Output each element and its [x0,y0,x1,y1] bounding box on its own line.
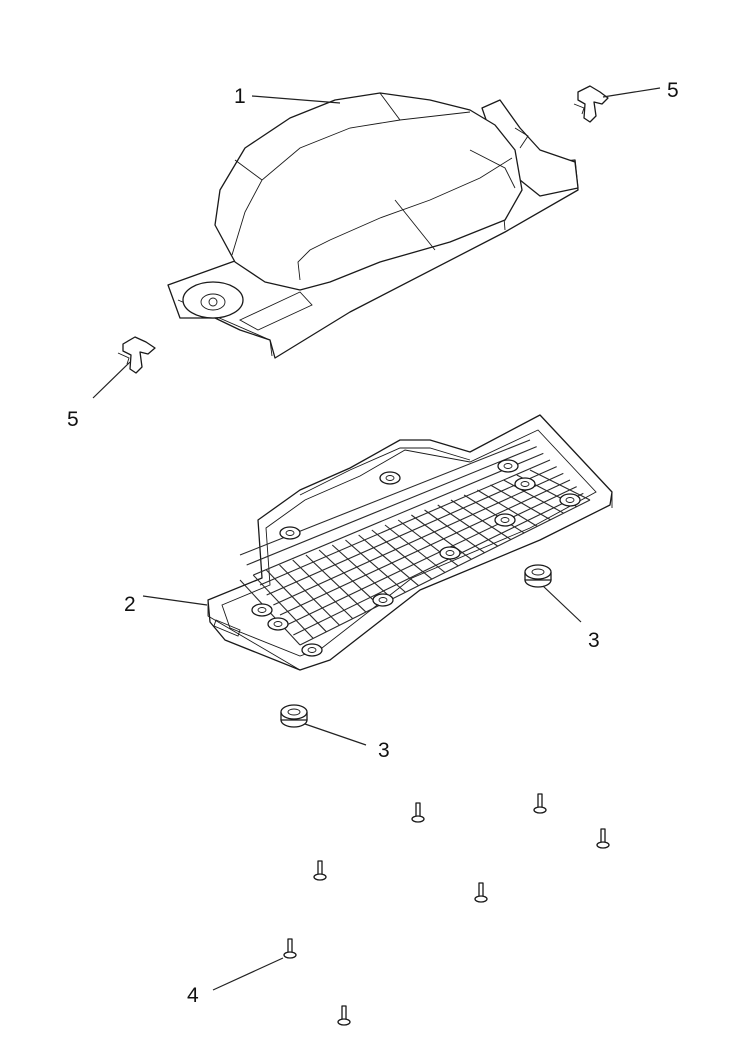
leader-lines [92,87,661,991]
tray-grid-line [331,544,393,600]
tray-boss [494,513,516,527]
tray-grid-line [246,446,537,566]
tray-grid-line [424,509,485,554]
callout-labels: 1 5 5 2 3 3 4 [67,79,679,1007]
part-4-screws [283,793,610,1026]
callout-3-right: 3 [588,629,600,652]
screw-shank [341,1005,347,1021]
screw [337,1005,351,1026]
tray-grid-line [286,486,577,626]
screw-head [533,806,547,814]
screw [474,882,488,903]
tray-boss [301,643,323,657]
tray-grid-line [279,564,340,626]
part-1-top-cover [167,92,579,359]
tray-boss [559,493,581,507]
screw-head [411,815,425,823]
part-2-tray-bosses [251,459,581,657]
tray-rear-rib [299,447,471,496]
callout-5-lower: 5 [67,408,79,431]
screw-head [596,841,610,849]
callout-5-upper: 5 [667,79,679,102]
tray-boss-hole [273,621,283,627]
tray-grid-line [411,514,472,560]
tray-grid-line [292,559,354,620]
tray-grid-line [273,472,564,606]
screw [411,802,425,823]
screw-head [474,895,488,903]
tray-boss [251,603,273,617]
screw-shank [287,938,293,954]
screw-shank [317,860,323,876]
tray-boss-hole [445,550,455,556]
callout-3-left: 3 [378,739,390,762]
screw-shank [600,828,606,844]
leader-5-upper [602,87,661,98]
screw-shank [478,882,484,898]
screw [533,793,547,814]
callout-4: 4 [187,984,199,1007]
tray-boss-hole [378,597,388,603]
tray-grid-line [437,504,499,547]
tray-grid-line [252,574,314,639]
leader-3-right [542,585,582,623]
tray-boss [372,593,394,607]
tray-grid-line [299,499,591,646]
screw-head [337,1018,351,1026]
screw-shank [415,802,421,818]
tray-boss [267,617,289,631]
tray-grid-line [318,549,380,606]
callout-2: 2 [124,593,136,616]
tray-grid-line [259,459,551,586]
tray-boss [379,471,401,485]
part-3-grommet-right [524,564,552,588]
tray-grid-line [450,499,512,541]
tray-boss [497,459,519,473]
leader-2 [142,595,208,606]
tray-boss-hole [565,497,575,503]
tray-boss-hole [285,530,295,536]
screw-head [313,873,327,881]
callout-1: 1 [234,85,246,108]
tray-boss [439,546,461,560]
screw-head [283,951,297,959]
screw-shank [537,793,543,809]
tray-grid-line [345,539,406,593]
tray-boss [279,526,301,540]
screw [596,828,610,849]
tray-grid-line [371,529,433,580]
leader-4 [212,957,284,991]
tray-grid-line [293,492,584,636]
part-3-grommet-left [280,704,308,728]
tray-boss-hole [257,607,267,613]
tray-grid-line [279,479,571,616]
tray-boss-hole [503,463,513,469]
tray-boss-hole [307,647,317,653]
screw [313,860,327,881]
leader-5-lower [92,361,131,399]
tray-grid-line [384,524,446,573]
part-5-clip-upper [573,85,609,123]
tray-boss-hole [520,481,530,487]
leader-1 [251,95,341,104]
tray-boss-hole [385,475,395,481]
tray-grid-line [305,554,367,613]
tray-boss [514,477,536,491]
tray-grid-line [265,569,327,633]
leader-3-left [304,723,367,746]
tray-grid-line [358,534,419,587]
part-5-clip-lower [117,336,156,374]
tray-grid-line [253,452,544,576]
screw [283,938,297,959]
tray-grid-line [266,466,557,596]
tray-boss-hole [500,517,510,523]
